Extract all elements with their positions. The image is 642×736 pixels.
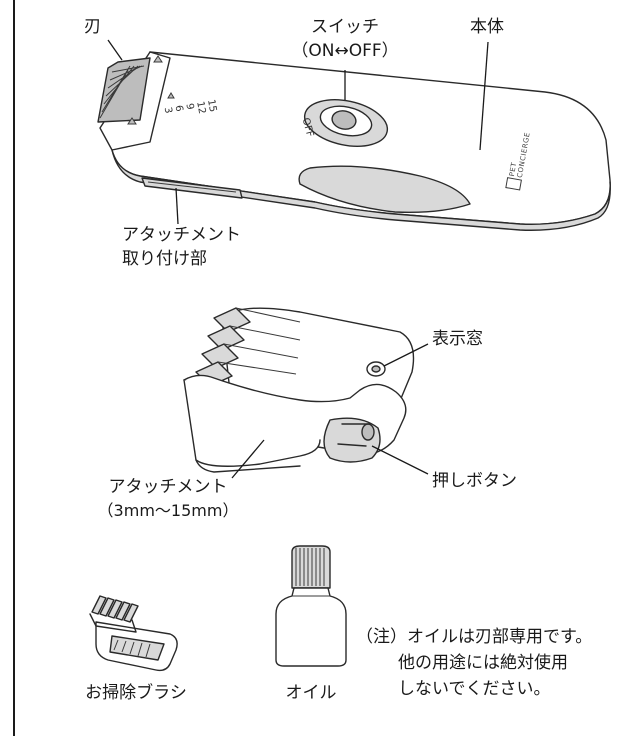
brand-line-1: PET (508, 161, 518, 177)
oil-bottle-illustration (275, 545, 347, 667)
label-blade: 刃 (84, 17, 101, 37)
label-switch-line2: （ON↔OFF） (291, 41, 399, 61)
leader-body (479, 41, 489, 151)
label-attach-mount-line1: アタッチメント (122, 225, 241, 245)
label-attachment-line1: アタッチメント (108, 477, 228, 497)
scale-mark-9: 9 (183, 102, 195, 110)
scale-mark-3: 3 (162, 106, 174, 114)
attachment-comb-illustration (183, 307, 415, 473)
leader-attachment (231, 439, 265, 479)
trimmer-illustration: 15 12 9 6 3 OFF PET CONCIERGE (97, 51, 611, 231)
label-attach-mount-line2: 取り付け部 (122, 249, 207, 269)
label-switch-line1: スイッチ (311, 17, 379, 37)
note-line2: 他の用途には絶対使用 (398, 653, 568, 673)
label-body: 本体 (470, 17, 504, 37)
label-push-button: 押しボタン (432, 471, 517, 491)
switch-off-marking: OFF (300, 117, 316, 139)
power-switch: OFF (300, 99, 389, 147)
cleaning-brush-illustration (89, 595, 178, 672)
label-indicator-window: 表示窓 (432, 329, 483, 349)
scale-mark-15: 15 (205, 99, 218, 113)
blade-teeth (97, 57, 151, 123)
leader-indicator-window (383, 343, 429, 367)
note-line1: （注）オイルは刃部専用です。 (356, 627, 593, 647)
label-attachment-line2: （3mm〜15mm） (97, 501, 239, 520)
label-brush: お掃除ブラシ (85, 683, 187, 703)
leader-attach-mount (175, 187, 179, 225)
leader-blade (107, 39, 123, 61)
scale-mark-12: 12 (194, 101, 207, 115)
scale-mark-6: 6 (173, 104, 185, 112)
label-oil: オイル (285, 683, 337, 703)
length-scale: 15 12 9 6 3 (162, 99, 218, 115)
leader-push-button (371, 445, 429, 475)
note-line3: しないでください。 (398, 679, 551, 699)
